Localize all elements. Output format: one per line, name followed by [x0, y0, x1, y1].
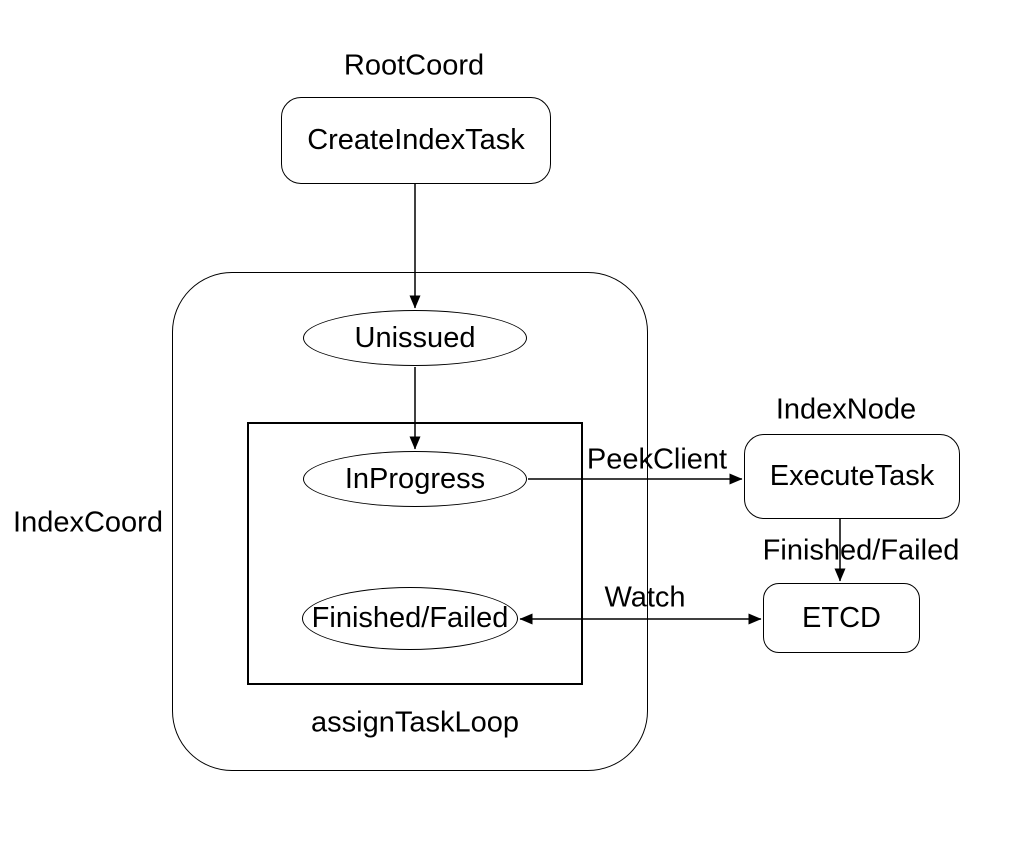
in-progress-state: InProgress — [303, 451, 527, 507]
unissued-state: Unissued — [303, 310, 527, 366]
in-progress-state-label: InProgress — [344, 462, 486, 495]
create-index-task-node-label: CreateIndexTask — [307, 124, 525, 156]
assign-task-loop-label: assignTaskLoop — [311, 706, 519, 739]
finished-failed-state: Finished/Failed — [302, 587, 518, 650]
root-coord-label: RootCoord — [343, 49, 485, 82]
etcd-node-label: ETCD — [802, 601, 881, 634]
execute-task-node-label: ExecuteTask — [769, 460, 935, 492]
index-coord-label: IndexCoord — [13, 506, 163, 539]
index-coord-container — [172, 272, 648, 771]
create-index-task-node: CreateIndexTask — [281, 97, 551, 184]
finished-failed-edge-label: Finished/Failed — [762, 534, 960, 567]
index-node-label: IndexNode — [775, 393, 917, 426]
execute-task-node: ExecuteTask — [744, 434, 960, 519]
watch-edge-label: Watch — [604, 581, 686, 614]
etcd-node: ETCD — [763, 583, 920, 653]
unissued-state-label: Unissued — [354, 321, 476, 354]
finished-failed-state-label: Finished/Failed — [311, 602, 509, 634]
peek-client-edge-label: PeekClient — [586, 443, 728, 476]
